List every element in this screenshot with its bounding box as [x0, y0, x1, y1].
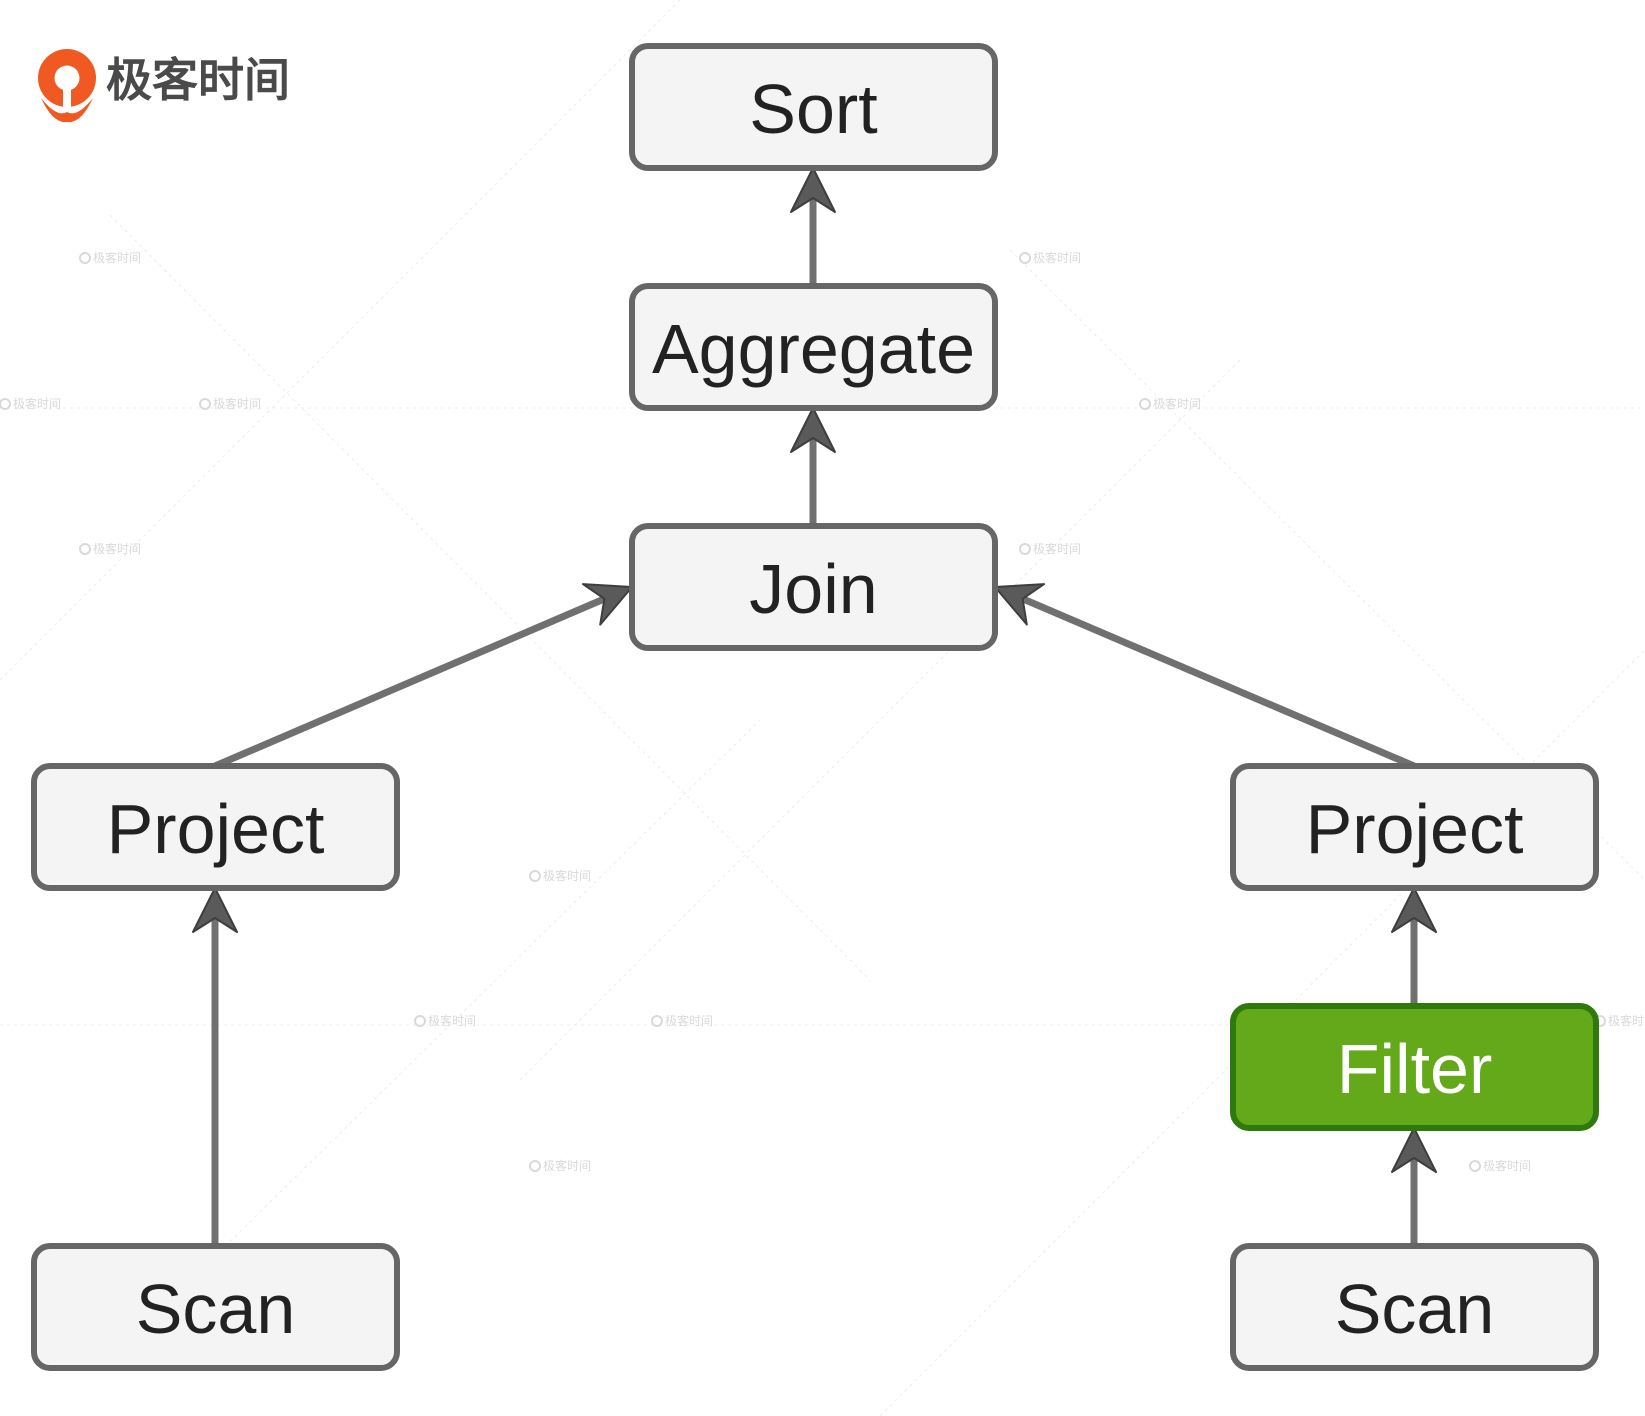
- watermark-line: [139, 719, 761, 1331]
- watermark-line: [519, 359, 1241, 1081]
- edge-join-to-aggregate: [790, 407, 836, 526]
- node-label: Filter: [1337, 1030, 1493, 1108]
- watermark-mark: 极客时间: [1594, 1013, 1645, 1028]
- node-label: Scan: [1335, 1270, 1495, 1348]
- node-label: Sort: [749, 70, 877, 148]
- edge-filter-to-project-right: [1391, 887, 1437, 1006]
- watermark-mark: 极客时间: [651, 1013, 713, 1028]
- watermark-text: 极客时间: [1033, 541, 1081, 556]
- geektime-logo-icon: [38, 49, 96, 123]
- watermark-mark: 极客时间: [1469, 1158, 1531, 1173]
- node-project-left: Project: [31, 763, 400, 891]
- node-scan-left: Scan: [31, 1243, 400, 1371]
- watermark-text: 极客时间: [428, 1013, 476, 1028]
- watermark-line: [0, 0, 681, 681]
- watermark-line: [109, 214, 871, 981]
- watermark-mark: 极客时间: [0, 396, 61, 411]
- node-label: Scan: [136, 1270, 296, 1348]
- node-box: [629, 43, 998, 171]
- edge-scan-left-to-project-left: [192, 887, 238, 1246]
- watermark-mark: 极客时间: [1139, 396, 1201, 411]
- edge-aggregate-to-sort: [790, 167, 836, 286]
- watermark-mark: 极客时间: [414, 1013, 476, 1028]
- node-project-right: Project: [1230, 763, 1599, 891]
- arrowhead: [1391, 1127, 1437, 1173]
- arrowhead: [994, 583, 1046, 626]
- arrowhead: [790, 167, 836, 213]
- node-box: [1230, 1243, 1599, 1371]
- node-box: [1230, 1003, 1599, 1131]
- node-scan-right: Scan: [1230, 1243, 1599, 1371]
- arrowhead: [581, 583, 633, 626]
- node-join: Join: [629, 523, 998, 651]
- watermark-text: 极客时间: [1608, 1013, 1645, 1028]
- edge-project-left-to-join: [213, 583, 633, 770]
- node-aggregate: Aggregate: [629, 283, 998, 411]
- node-label: Project: [1306, 790, 1524, 868]
- watermark-text: 极客时间: [1483, 1158, 1531, 1173]
- node-sort: Sort: [629, 43, 998, 171]
- watermark-text: 极客时间: [543, 1158, 591, 1173]
- watermark-mark: 极客时间: [529, 868, 591, 883]
- logo: 极客时间: [38, 49, 290, 123]
- node-box: [31, 763, 400, 891]
- edge-project-right-to-join: [994, 583, 1416, 770]
- arrowhead: [790, 407, 836, 453]
- watermark-text: 极客时间: [13, 396, 61, 411]
- arrowhead: [1391, 887, 1437, 933]
- node-label: Join: [749, 550, 877, 628]
- arrowhead: [192, 887, 238, 933]
- edge-layer: [192, 167, 1437, 1246]
- watermark-line: [1009, 249, 1645, 881]
- node-box: [1230, 763, 1599, 891]
- watermark-text: 极客时间: [93, 541, 141, 556]
- watermark-text: 极客时间: [543, 868, 591, 883]
- watermark-text: 极客时间: [1153, 396, 1201, 411]
- watermark-mark: 极客时间: [1019, 250, 1081, 265]
- node-box: [629, 523, 998, 651]
- edge-scan-right-to-filter: [1391, 1127, 1437, 1246]
- watermark-text: 极客时间: [665, 1013, 713, 1028]
- logo-text: 极客时间: [106, 53, 290, 107]
- watermark-text: 极客时间: [213, 396, 261, 411]
- watermark-text: 极客时间: [1033, 250, 1081, 265]
- watermark-mark: 极客时间: [529, 1158, 591, 1173]
- node-box: [31, 1243, 400, 1371]
- watermark-mark: 极客时间: [79, 541, 141, 556]
- node-box: [629, 283, 998, 411]
- watermark-mark: 极客时间: [79, 250, 141, 265]
- watermark-mark: 极客时间: [199, 396, 261, 411]
- edge-line: [1006, 589, 1416, 770]
- node-label: Aggregate: [652, 310, 975, 388]
- node-label: Project: [107, 790, 325, 868]
- watermark-text: 极客时间: [93, 250, 141, 265]
- edge-line: [213, 589, 621, 770]
- watermark-mark: 极客时间: [1019, 541, 1081, 556]
- node-filter: Filter: [1230, 1003, 1599, 1131]
